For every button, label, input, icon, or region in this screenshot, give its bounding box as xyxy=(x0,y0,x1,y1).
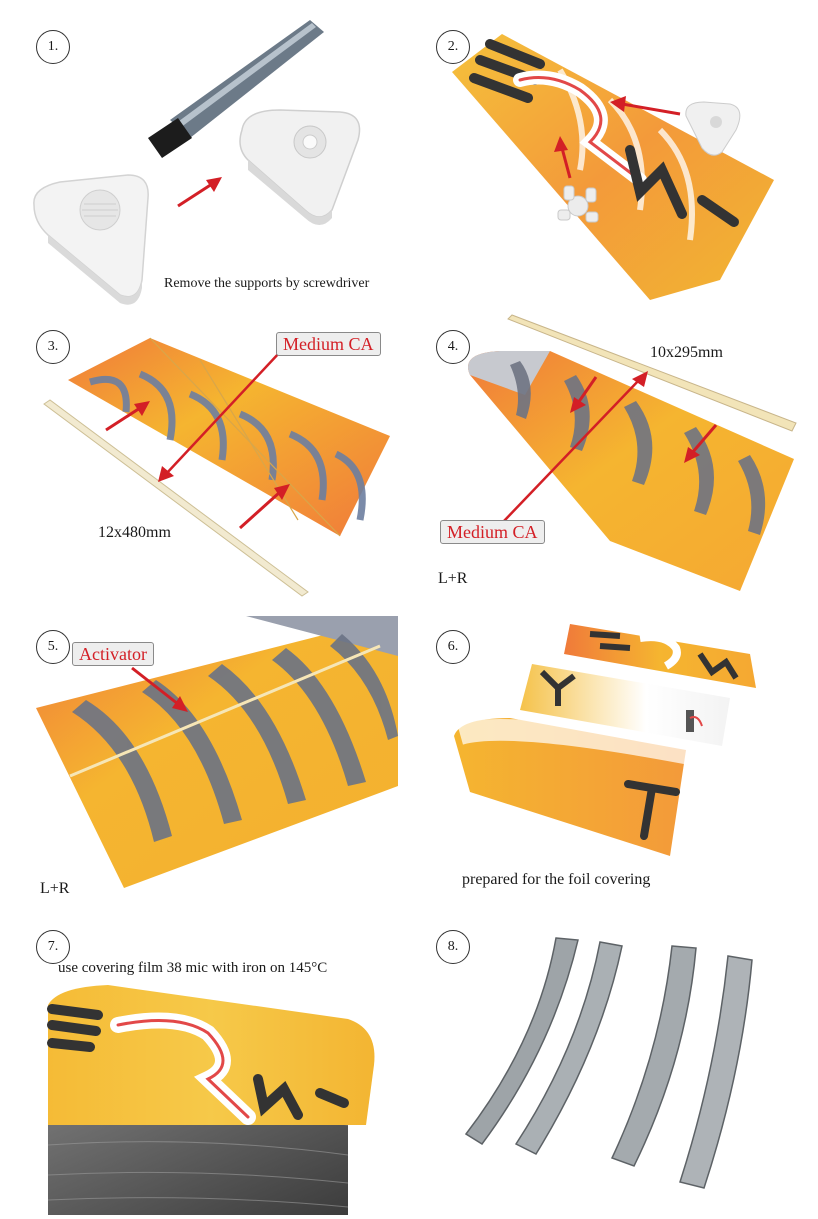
step-6-number: 6. xyxy=(436,630,470,664)
erm-logo xyxy=(469,39,739,227)
step-1-illustration xyxy=(33,20,361,305)
step-4-note: L+R xyxy=(438,570,468,587)
carbon-strip xyxy=(464,937,579,1146)
erm-logo xyxy=(47,1004,349,1125)
arrow-icon xyxy=(554,136,572,179)
step-5-callout: Activator xyxy=(72,642,154,666)
carbon-strip xyxy=(610,945,697,1167)
arrow-icon xyxy=(158,351,281,482)
step-4-number: 4. xyxy=(436,330,470,364)
step-4-illustration xyxy=(468,314,797,591)
carbon-strip xyxy=(679,955,753,1189)
spider-part xyxy=(557,185,599,223)
step-6-illustration xyxy=(454,624,756,856)
balsa-strip-10x295 xyxy=(507,314,797,432)
arrow-icon xyxy=(503,371,648,522)
arrow-icon xyxy=(570,376,598,413)
step-1-caption: Remove the supports by screwdriver xyxy=(164,276,370,291)
step-8-illustration xyxy=(464,937,753,1189)
arrow-icon xyxy=(238,484,290,530)
step-5-number: 5. xyxy=(36,630,70,664)
support-piece-right xyxy=(239,109,361,225)
arrow-icon xyxy=(610,96,681,116)
screwdriver-icon xyxy=(148,20,324,158)
arrow-icon xyxy=(131,666,188,712)
step-7-caption: use covering film 38 mic with iron on 14… xyxy=(58,960,328,976)
carbon-strip xyxy=(514,941,623,1155)
rudder-piece xyxy=(520,664,730,746)
balsa-strip-12x480 xyxy=(43,399,309,597)
step-2-number: 2. xyxy=(436,30,470,64)
step-7-illustration xyxy=(47,985,375,1215)
step-3-illustration xyxy=(43,337,390,597)
balsa-strip xyxy=(69,644,381,778)
arrow-icon xyxy=(177,177,222,208)
step-3-dimension: 12x480mm xyxy=(98,524,171,541)
step-3-callout: Medium CA xyxy=(276,332,381,356)
step-5-illustration xyxy=(36,616,398,888)
step-4-callout: Medium CA xyxy=(440,520,545,544)
step-5-note: L+R xyxy=(40,880,70,897)
step-2-illustration xyxy=(452,34,774,300)
step-3-number: 3. xyxy=(36,330,70,364)
arrow-icon xyxy=(105,401,150,432)
step-8-number: 8. xyxy=(436,930,470,964)
step-1-number: 1. xyxy=(36,30,70,64)
elevator-piece xyxy=(564,624,756,688)
step-4-dimension: 10x295mm xyxy=(650,344,723,361)
step-6-caption: prepared for the foil covering xyxy=(462,871,651,888)
support-piece-left xyxy=(33,174,149,305)
step-7-number: 7. xyxy=(36,930,70,964)
stabilizer-piece xyxy=(454,718,693,856)
arrow-icon xyxy=(684,424,718,463)
support-piece xyxy=(685,101,741,156)
